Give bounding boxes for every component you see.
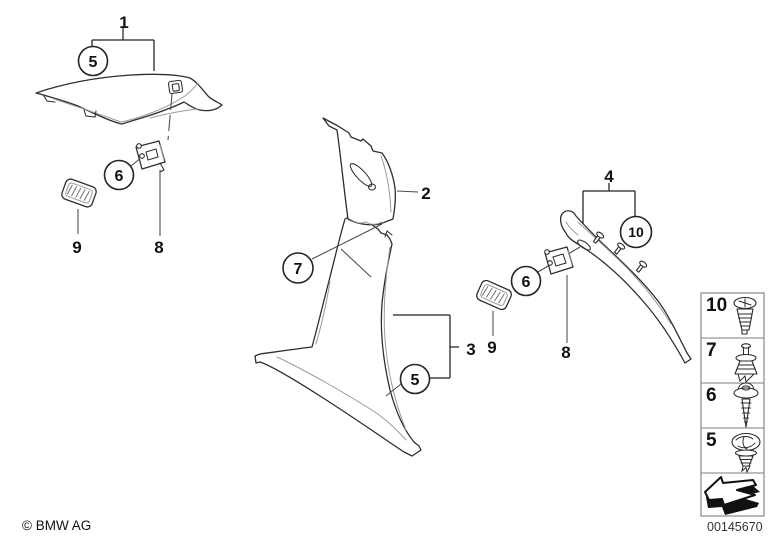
mounting-bracket-left bbox=[135, 140, 166, 173]
leader-balloon5-center bbox=[385, 383, 402, 397]
svg-text:6: 6 bbox=[115, 168, 124, 185]
leader-part2 bbox=[396, 190, 419, 193]
slot-detail bbox=[577, 239, 591, 251]
svg-text:10: 10 bbox=[628, 224, 644, 240]
warning-label-left bbox=[61, 178, 97, 208]
callout-balloon-5-center[interactable]: 5 bbox=[399, 363, 431, 395]
belt-slot bbox=[349, 163, 373, 187]
leader-balloon7-a bbox=[311, 223, 383, 260]
part-4-c-pillar-trim bbox=[559, 210, 692, 364]
callout-label-8-left[interactable]: 8 bbox=[154, 238, 163, 257]
mounting-pin bbox=[613, 242, 626, 255]
mounting-pin bbox=[592, 231, 605, 244]
callout-balloon-5-left[interactable]: 5 bbox=[77, 45, 109, 77]
expanding-clip-icon bbox=[731, 432, 761, 474]
expansion-rivet-icon bbox=[734, 343, 758, 384]
callout-balloon-6-right[interactable]: 6 bbox=[510, 265, 542, 297]
pan-head-screw-icon bbox=[733, 382, 759, 428]
leader-balloon7-b bbox=[340, 248, 372, 278]
legend-row-6[interactable]: 6 bbox=[706, 382, 759, 428]
direction-of-travel-arrow-icon bbox=[704, 476, 760, 515]
part-1-a-pillar-trim bbox=[35, 73, 223, 125]
svg-text:7: 7 bbox=[294, 261, 303, 278]
part-3-b-pillar-lower-trim bbox=[254, 208, 422, 457]
svg-text:5: 5 bbox=[411, 372, 420, 389]
svg-text:7: 7 bbox=[706, 340, 717, 361]
legend-row-7[interactable]: 7 bbox=[706, 340, 758, 384]
mounting-bracket-right bbox=[544, 246, 574, 275]
image-number-text: 00145670 bbox=[707, 520, 763, 534]
legend-table: 10 7 6 bbox=[700, 292, 765, 517]
callout-label-1[interactable]: 1 bbox=[119, 13, 128, 32]
svg-text:6: 6 bbox=[706, 385, 717, 406]
svg-text:5: 5 bbox=[89, 54, 98, 71]
callout-label-8-right[interactable]: 8 bbox=[561, 343, 570, 362]
copyright-text: © BMW AG bbox=[22, 518, 91, 533]
part-2-b-pillar-upper-trim bbox=[322, 117, 397, 226]
callout-label-3[interactable]: 3 bbox=[466, 340, 475, 359]
callout-balloon-10[interactable]: 10 bbox=[619, 215, 653, 249]
callout-bracket-3 bbox=[393, 314, 459, 379]
mounting-pin bbox=[635, 260, 648, 273]
svg-text:5: 5 bbox=[706, 430, 717, 451]
legend-row-10[interactable]: 10 bbox=[706, 295, 757, 335]
clip-detail bbox=[167, 79, 184, 95]
plastic-rivet-icon bbox=[733, 296, 757, 335]
svg-text:6: 6 bbox=[522, 274, 531, 291]
callout-label-9-right[interactable]: 9 bbox=[487, 338, 496, 357]
callout-bracket-4 bbox=[582, 183, 636, 224]
callout-label-4[interactable]: 4 bbox=[604, 167, 614, 186]
callout-bracket-1 bbox=[91, 28, 155, 71]
svg-text:10: 10 bbox=[706, 295, 727, 316]
warning-label-right bbox=[476, 279, 512, 311]
leader-clip-to-bracket bbox=[167, 93, 173, 141]
legend-row-5[interactable]: 5 bbox=[706, 430, 761, 474]
callout-label-9-left[interactable]: 9 bbox=[72, 238, 81, 257]
callout-balloon-7[interactable]: 7 bbox=[282, 252, 314, 284]
callout-label-2[interactable]: 2 bbox=[421, 184, 430, 203]
callout-balloon-6-left[interactable]: 6 bbox=[103, 159, 135, 191]
